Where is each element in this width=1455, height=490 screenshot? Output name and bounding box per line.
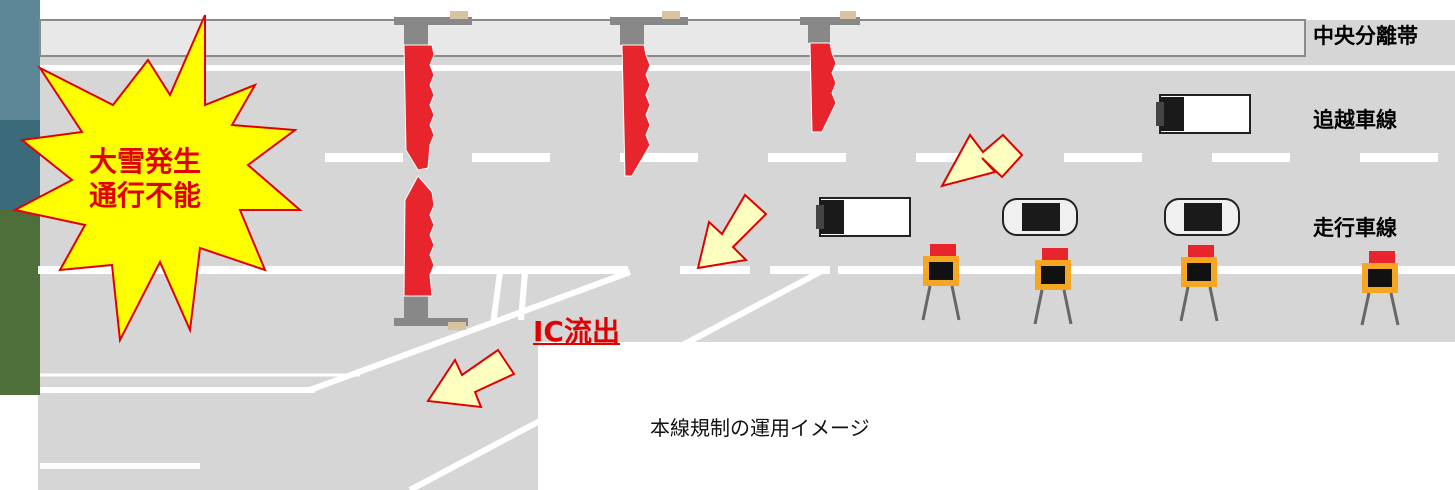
heavy-snow-burst (12, 14, 303, 344)
barrier-post-2 (610, 11, 688, 45)
closure-barrier-1-upper (403, 44, 435, 171)
warning-signal-2 (1033, 248, 1073, 325)
road-edge-line (38, 266, 1455, 274)
car-running-lane-2 (1164, 198, 1240, 236)
passing-lane-label: 追越車線 (1313, 108, 1397, 132)
closure-barrier-3 (809, 42, 837, 133)
photo-strip-foliage (0, 210, 40, 395)
ramp-exit-arrow (426, 348, 516, 409)
guidance-arrow-to-exit (696, 193, 768, 270)
heavy-snow-burst-text: 大雪発生 通行不能 (70, 145, 220, 213)
car-running-lane-1 (1002, 198, 1078, 236)
closure-barrier-1-lower (403, 175, 435, 297)
warning-signal-3 (1179, 245, 1219, 322)
burst-line-2: 通行不能 (88, 179, 201, 212)
photo-strip-sky (0, 0, 40, 120)
median-label: 中央分離帯 (1313, 24, 1418, 48)
truck-passing-lane (1156, 94, 1251, 134)
running-lane-label: 走行車線 (1313, 216, 1397, 240)
ramp-markings (40, 269, 822, 490)
barrier-post-bottom (394, 296, 468, 330)
diagram-caption: 本線規制の運用イメージ (650, 416, 870, 440)
lane-divider-dashes (325, 153, 1438, 162)
truck-running-lane (816, 197, 911, 237)
median-strip (39, 19, 1306, 57)
burst-line-1: 大雪発生 (88, 145, 201, 178)
warning-signal-4 (1360, 251, 1400, 326)
barrier-post-1 (394, 11, 472, 45)
merge-arrow-passing-lane (940, 133, 1024, 188)
warning-signal-1 (921, 244, 961, 321)
closure-barrier-2 (621, 44, 651, 177)
ic-exit-label: IC流出 (533, 315, 620, 348)
barrier-post-3 (800, 11, 860, 43)
